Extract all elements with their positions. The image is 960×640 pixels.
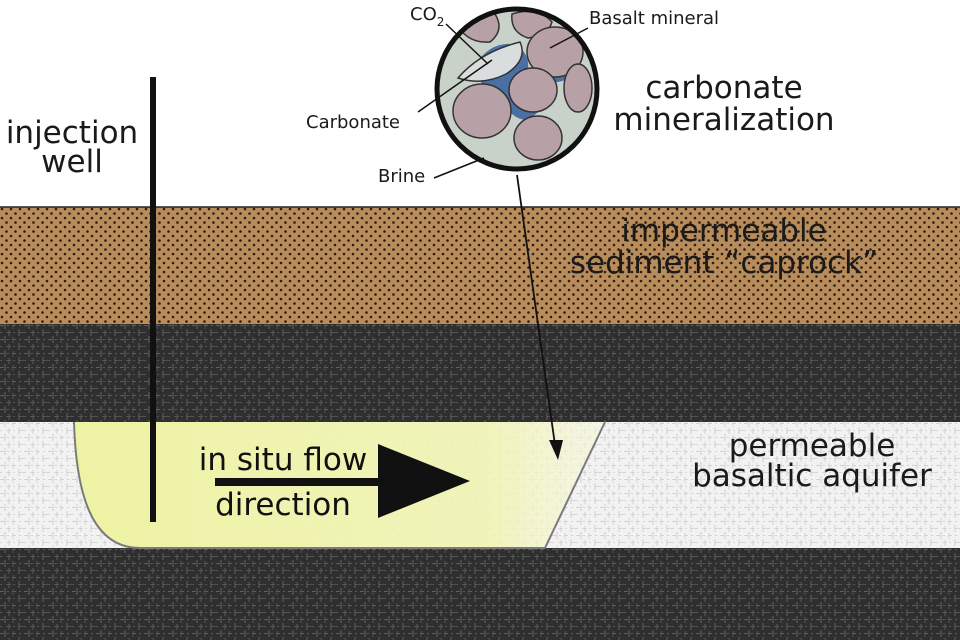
brine-label: Brine <box>378 166 425 187</box>
caprock-label-line1: impermeable <box>621 213 826 249</box>
brine-leader <box>433 157 485 179</box>
basalt-grain <box>563 63 593 113</box>
aquifer-label-line1: permeable <box>729 428 896 464</box>
inset-pointer-line <box>516 174 557 453</box>
pore-scale-inset <box>434 6 600 172</box>
caprock-layer <box>0 207 960 324</box>
lower-dark-basalt-layer <box>0 548 960 640</box>
flow-direction-label-line1: in situ flow <box>199 442 367 478</box>
basalt-grain <box>508 67 558 113</box>
co2-label: CO2 <box>410 4 444 29</box>
injection-well-label-line1: injection <box>6 115 138 151</box>
carbonate-leader <box>417 59 493 113</box>
inset-pointer-arrowhead <box>549 440 563 460</box>
carbonate-mineralization-label-line2: mineralization <box>613 102 834 138</box>
injection-well-label-line2: well <box>41 144 103 180</box>
upper-dark-basalt-layer <box>0 324 960 422</box>
flow-direction-label-line2: direction <box>215 487 351 523</box>
flow-arrow <box>215 444 470 518</box>
basalt-grain <box>526 26 584 78</box>
carbonate-label: Carbonate <box>306 112 400 133</box>
basalt-grain <box>452 83 512 139</box>
basalt-grain <box>513 115 563 161</box>
basalt-leader <box>549 27 589 49</box>
plume-boundary <box>73 421 606 549</box>
co2-leader <box>445 23 489 65</box>
carbonate-mineralization-label-line1: carbonate <box>645 70 802 106</box>
aquifer-label-line2: basaltic aquifer <box>692 458 932 494</box>
caprock-label-line2: sediment “caprock” <box>570 245 878 281</box>
basalt-mineral-label: Basalt mineral <box>589 8 719 29</box>
